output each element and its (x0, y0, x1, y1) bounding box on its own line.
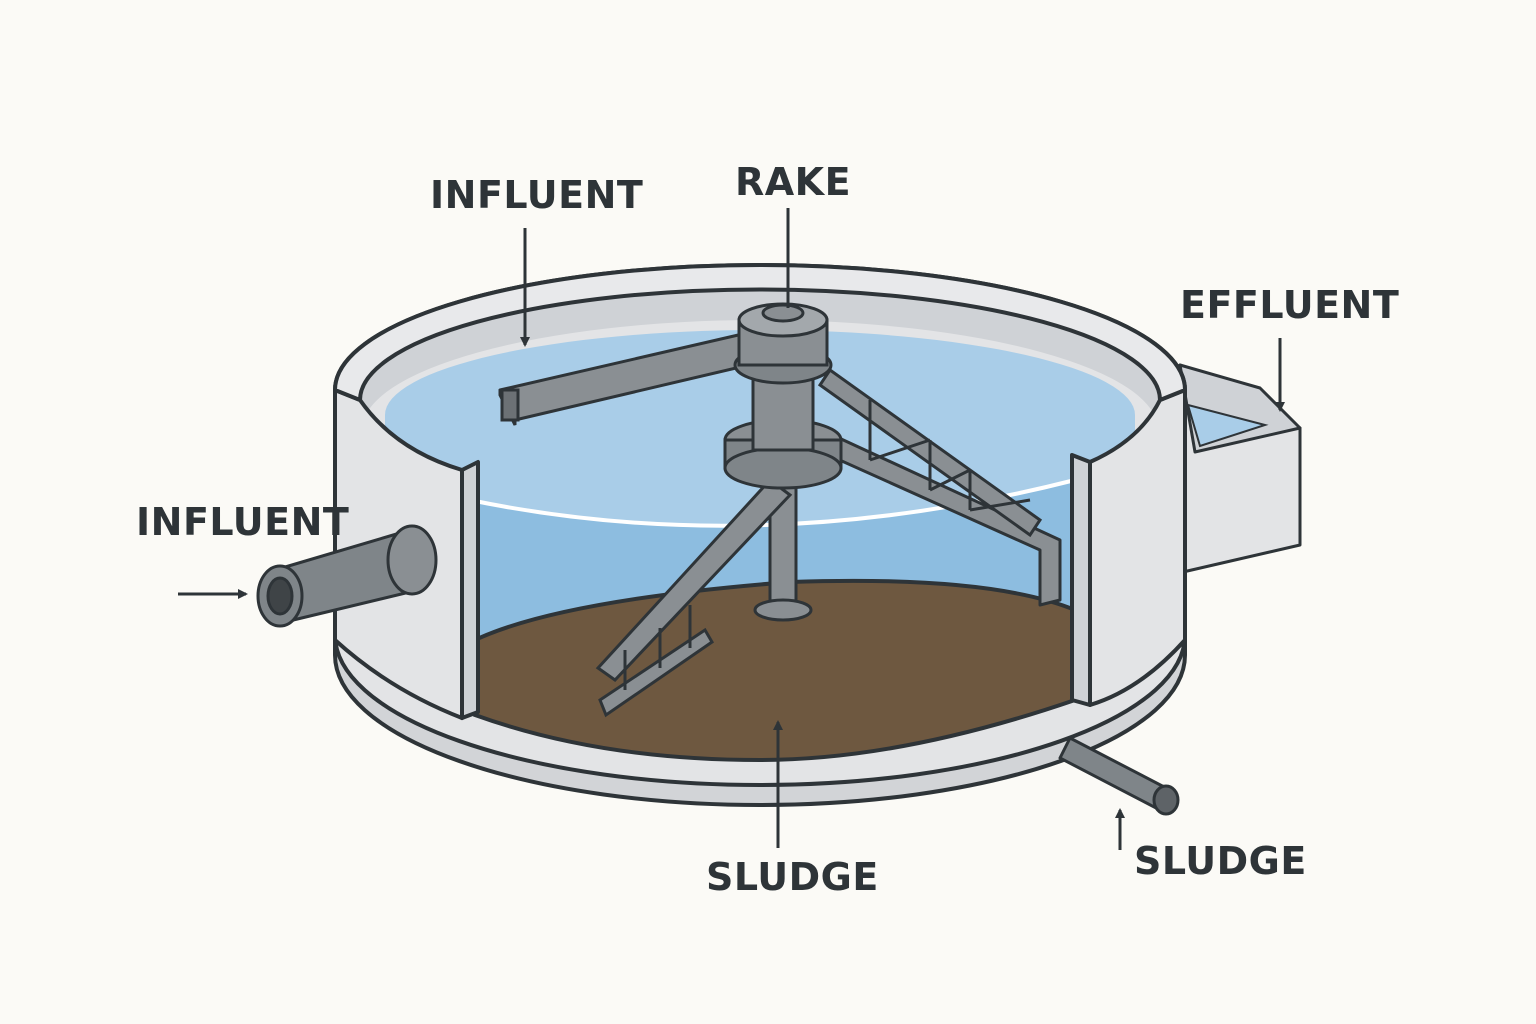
rake-label: RAKE (735, 160, 852, 204)
rake-mechanism (498, 302, 1062, 718)
effluent-label: EFFLUENT (1180, 283, 1400, 327)
leader-arrows (178, 208, 1285, 850)
influent-left-label: INFLUENT (136, 500, 350, 544)
sludge-right-label: SLUDGE (1134, 839, 1307, 883)
sludge-outlet-pipe (1058, 736, 1180, 816)
influent-top-label: INFLUENT (430, 173, 644, 217)
sludge-center-label: SLUDGE (706, 855, 879, 899)
effluent-channel (1168, 363, 1302, 577)
influent-pipe (256, 524, 438, 628)
